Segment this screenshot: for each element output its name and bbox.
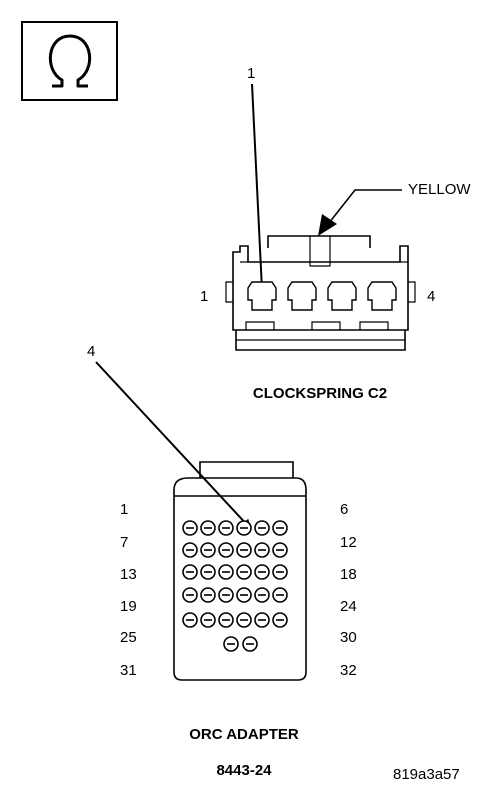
orc-pin-28	[236, 612, 252, 628]
orc-label-left-row5: 25	[120, 629, 137, 646]
orc-pin-7	[182, 542, 198, 558]
orc-label-left-row3: 13	[120, 566, 137, 583]
orc-pin-31	[223, 636, 239, 652]
orc-pin-8	[200, 542, 216, 558]
clockspring-cavity-2	[287, 281, 317, 311]
orc-pin-11	[254, 542, 270, 558]
ohm-icon	[48, 34, 92, 88]
orc-pin-32	[242, 636, 258, 652]
clockspring-pin-arrow	[251, 83, 267, 292]
orc-pin-24	[272, 587, 288, 603]
orc-pin-12	[272, 542, 288, 558]
orc-pin-23	[254, 587, 270, 603]
orc-left-labels: 1 7 13 19 25 31	[120, 501, 137, 679]
ohmmeter-symbol	[21, 21, 118, 101]
figure-id: 819a3a57	[393, 766, 460, 783]
orc-pin-2	[200, 520, 216, 536]
orc-label-left-row4: 19	[120, 598, 137, 615]
orc-pin-21	[218, 587, 234, 603]
orc-pin-17	[254, 564, 270, 580]
orc-pin-6	[272, 520, 288, 536]
orc-right-labels: 6 12 18 24 30 32	[340, 501, 357, 679]
orc-pin-20	[200, 587, 216, 603]
clockspring-cavity-3	[327, 281, 357, 311]
clockspring-pin-4-label: 4	[427, 288, 435, 305]
orc-label-left-row1: 1	[120, 501, 128, 518]
orc-pin-19	[182, 587, 198, 603]
orc-pin-14	[200, 564, 216, 580]
orc-pin-3	[218, 520, 234, 536]
orc-pin-5	[254, 520, 270, 536]
orc-pin-arrow	[95, 361, 252, 530]
orc-label-right-row3: 18	[340, 566, 357, 583]
orc-label-right-row5: 30	[340, 629, 357, 646]
orc-title: ORC ADAPTER	[189, 726, 299, 743]
orc-label-left-row6: 31	[120, 662, 137, 679]
yellow-color-label: YELLOW	[408, 181, 471, 198]
orc-pin-grid	[182, 520, 288, 652]
orc-label-right-row4: 24	[340, 598, 357, 615]
clockspring-c2-connector	[225, 235, 416, 351]
orc-pin-29	[254, 612, 270, 628]
orc-pin-4	[236, 520, 252, 536]
orc-pin-10	[236, 542, 252, 558]
clockspring-cavity-4	[367, 281, 397, 311]
orc-pin-15	[218, 564, 234, 580]
orc-label-right-row2: 12	[340, 534, 357, 551]
orc-pin-25	[182, 612, 198, 628]
orc-pin-30	[272, 612, 288, 628]
orc-pin-22	[236, 587, 252, 603]
orc-label-right-row1: 6	[340, 501, 348, 518]
orc-pin-1	[182, 520, 198, 536]
orc-pin-13	[182, 564, 198, 580]
clockspring-pin-1-label: 1	[200, 288, 208, 305]
clockspring-callout-number: 1	[247, 65, 255, 82]
orc-pin-26	[200, 612, 216, 628]
clockspring-title: CLOCKSPRING C2	[253, 385, 387, 402]
orc-pin-16	[236, 564, 252, 580]
orc-pin-27	[218, 612, 234, 628]
clockspring-cavity-1	[247, 281, 277, 311]
orc-label-left-row2: 7	[120, 534, 128, 551]
orc-callout-number: 4	[87, 343, 95, 360]
yellow-arrowhead	[318, 214, 337, 236]
orc-pin-18	[272, 564, 288, 580]
orc-adapter-connector	[173, 461, 307, 681]
orc-part-number: 8443-24	[216, 762, 272, 779]
orc-label-right-row6: 32	[340, 662, 357, 679]
yellow-leader-line	[324, 189, 402, 229]
orc-pin-9	[218, 542, 234, 558]
